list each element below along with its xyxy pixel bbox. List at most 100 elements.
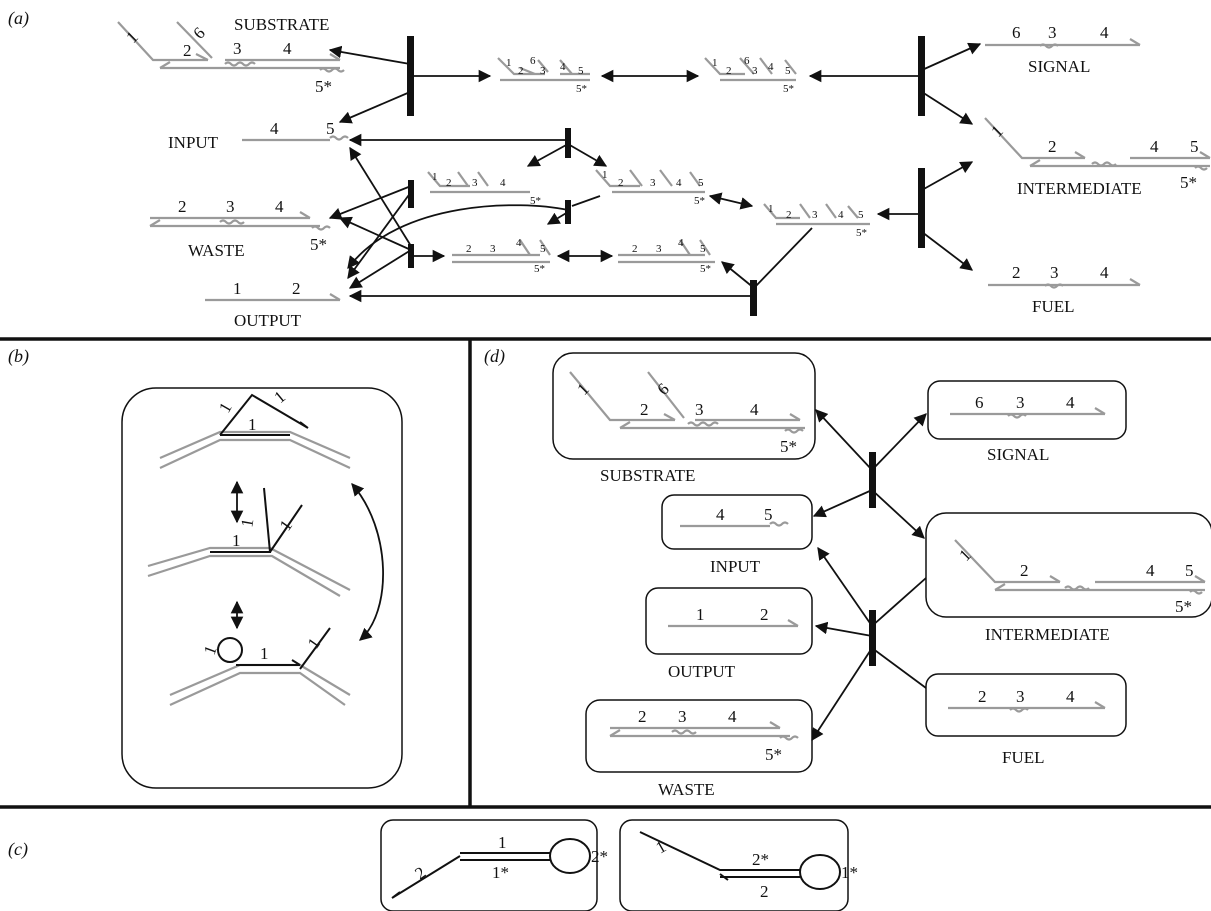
substrate-domain-6: 6 (189, 23, 208, 42)
complex-low-1-domain-5: 5 (540, 243, 546, 255)
waste-domain-4: 4 (275, 197, 284, 216)
d-reaction-bar-2 (869, 610, 876, 666)
complex-mid-2: 1 2 3 4 5 5* (595, 169, 705, 207)
panel-c-box-2 (619, 819, 849, 911)
input-strand: INPUT 4 5 (168, 119, 349, 152)
d-substrate-domain-4: 4 (750, 400, 759, 419)
panel-c-2-domain-1: 1 (653, 837, 670, 858)
fuel-domain-3: 3 (1050, 263, 1059, 282)
complex-mid-1-domain-5c: 5* (530, 195, 541, 207)
input-domain-5: 5 (326, 119, 335, 138)
panel-c-1-domain-1: 1 (498, 833, 507, 852)
complex-low-2-domain-2: 2 (632, 243, 638, 255)
panel-label-b: (b) (8, 346, 29, 367)
panel-c-hairpin-1 (549, 838, 591, 874)
d-signal-domain-6: 6 (975, 393, 984, 412)
d-intermediate-domain-5: 5 (1185, 561, 1194, 580)
reaction-bar-5 (408, 180, 414, 208)
d-arrow-2 (812, 489, 873, 518)
d-intermediate-domain-1: 1 (955, 545, 974, 564)
complex-low-2-domain-3: 3 (656, 243, 662, 255)
reaction-bar-4 (918, 168, 925, 248)
complex-low-1: 2 3 4 5 5* (452, 237, 551, 275)
panel-b-s3-domain-1a: 1 (200, 643, 221, 657)
panel-c-box-1 (380, 819, 598, 911)
d-input-domain-4: 4 (716, 505, 725, 524)
signal-domain-4: 4 (1100, 23, 1109, 42)
complex-mid-2-domain-1: 1 (602, 169, 608, 181)
d-signal-label: SIGNAL (987, 445, 1049, 464)
complex-mid-3-domain-5c: 5* (856, 227, 867, 239)
complex-mid-1-domain-3: 3 (472, 177, 478, 189)
complex-low-1-domain-2: 2 (466, 243, 472, 255)
d-waste-label: WASTE (658, 780, 715, 799)
substrate-domain-3: 3 (233, 39, 242, 58)
d-arrow-4 (871, 489, 925, 539)
panel-c-1-domain-1c: 1* (492, 863, 509, 882)
complex-top-1-domain-5: 5 (578, 65, 584, 77)
d-input-box (661, 494, 813, 550)
intermediate-complex: 1 2 4 5 5* INTERMEDIATE (984, 117, 1211, 198)
panel-c-2-domain-1c: 1* (841, 863, 858, 882)
waste-domain-5c: 5* (310, 235, 327, 254)
intermediate-label: INTERMEDIATE (1017, 179, 1142, 198)
panel-b-s1-domain-1b: 1 (270, 387, 289, 407)
reaction-bar-8 (750, 280, 757, 316)
complex-top-1-domain-3: 3 (540, 65, 546, 77)
panel-label-d: (d) (484, 346, 505, 367)
complex-top-1: 1 2 6 3 4 5 5* (497, 55, 590, 95)
d-substrate-label: SUBSTRATE (600, 466, 695, 485)
panel-b-s3-domain-1b: 1 (260, 644, 269, 663)
d-substrate-domain-5c: 5* (780, 437, 797, 456)
d-substrate-domain-3: 3 (695, 400, 704, 419)
complex-mid-1-domain-4: 4 (500, 177, 506, 189)
panel-c-2-domain-2: 2 (760, 882, 769, 901)
signal-label: SIGNAL (1028, 57, 1090, 76)
complex-top-1-domain-4: 4 (560, 61, 566, 73)
d-waste-domain-5c: 5* (765, 745, 782, 764)
complex-mid-3: 1 2 3 4 5 5* (763, 203, 870, 239)
panel-d: 1 2 6 3 4 5* SUBSTRATE 6 3 4 SIGNAL 4 5 … (552, 352, 1211, 799)
d-arrow-7 (811, 647, 873, 742)
complex-mid-2-domain-5: 5 (698, 177, 704, 189)
d-waste-domain-3: 3 (678, 707, 687, 726)
d-fuel-domain-4: 4 (1066, 687, 1075, 706)
d-fuel-domain-2: 2 (978, 687, 987, 706)
complex-low-1-domain-5c: 5* (534, 263, 545, 275)
intermediate-domain-4: 4 (1150, 137, 1159, 156)
complex-mid-1-domain-1: 1 (432, 171, 438, 183)
intermediate-domain-5: 5 (1190, 137, 1199, 156)
output-domain-2: 2 (292, 279, 301, 298)
panel-c-1-domain-2: 2 (411, 863, 429, 883)
complex-top-2-domain-3: 3 (752, 65, 758, 77)
fuel-domain-4: 4 (1100, 263, 1109, 282)
d-intermediate-box (925, 512, 1211, 618)
d-intermediate-domain-2: 2 (1020, 561, 1029, 580)
waste-label: WASTE (188, 241, 245, 260)
panel-b-s1-domain-1a: 1 (215, 399, 236, 416)
d-intermediate-label: INTERMEDIATE (985, 625, 1110, 644)
complex-top-1-domain-2: 2 (518, 65, 524, 77)
d-reaction-bar-1 (869, 452, 876, 508)
complex-mid-3-domain-3: 3 (812, 209, 818, 221)
complex-top-2-domain-5: 5 (785, 65, 791, 77)
d-intermediate-domain-4: 4 (1146, 561, 1155, 580)
complex-top-1-domain-1: 1 (506, 57, 512, 69)
substrate-label: SUBSTRATE (234, 15, 329, 34)
panel-c: 1 1* 2 2* 1 2* 2 1* (380, 819, 858, 911)
substrate-domain-2: 2 (183, 41, 192, 60)
intermediate-domain-5c: 5* (1180, 173, 1197, 192)
d-output-domain-2: 2 (760, 605, 769, 624)
complex-low-2-domain-5: 5 (700, 243, 706, 255)
output-strand: 1 2 OUTPUT (205, 279, 341, 330)
fuel-label: FUEL (1032, 297, 1075, 316)
complex-mid-1: 1 2 3 4 5* (427, 171, 541, 207)
complex-mid-2-domain-2: 2 (618, 177, 624, 189)
reaction-bar-3 (565, 128, 571, 158)
fuel-strand: 2 3 4 FUEL (988, 263, 1141, 316)
complex-low-1-domain-3: 3 (490, 243, 496, 255)
d-fuel-label: FUEL (1002, 748, 1045, 767)
reaction-arrows-a (328, 42, 982, 303)
waste-domain-3: 3 (226, 197, 235, 216)
panel-b: 1 1 1 1 1 1 1 1 1 (121, 387, 403, 789)
